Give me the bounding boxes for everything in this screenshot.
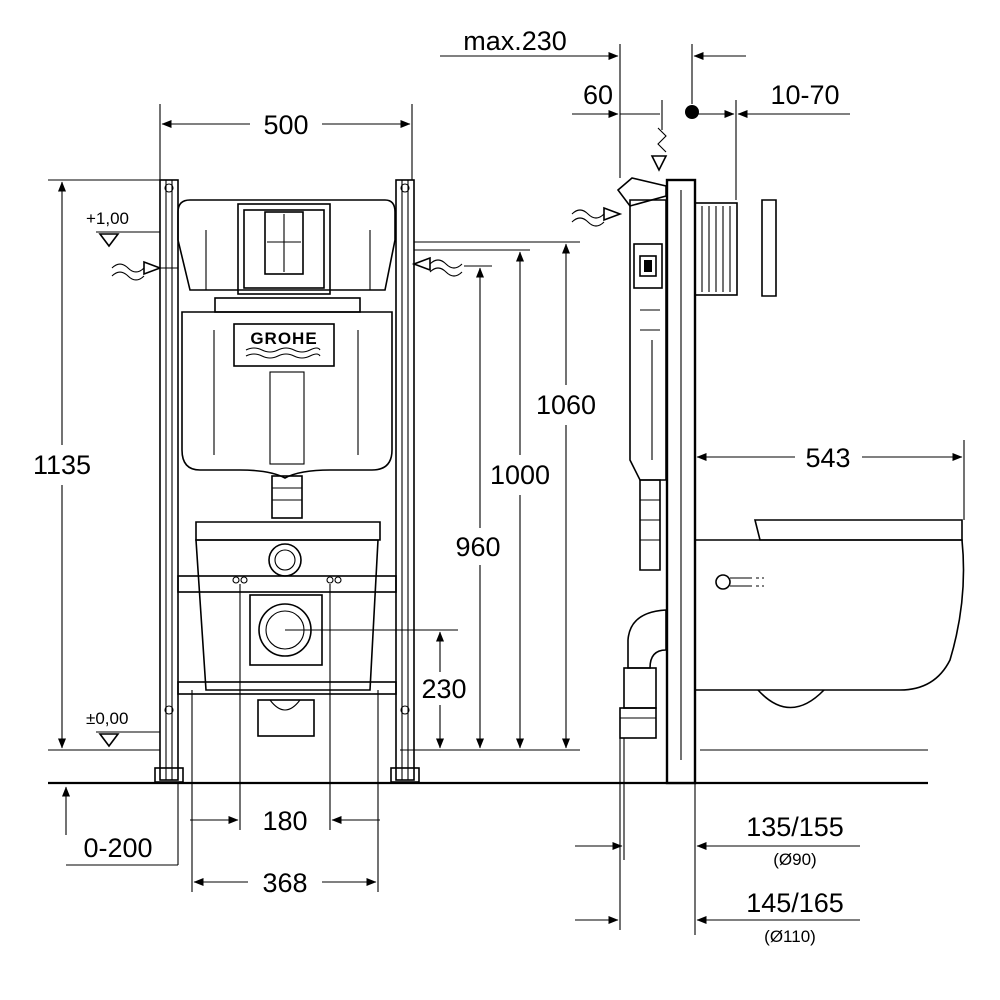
cistern [177, 199, 396, 479]
grohe-logo: GROHE [233, 323, 335, 367]
flush-pipe [271, 475, 303, 519]
height-1060-label: 1060 [536, 390, 596, 420]
front-view: GROHE [33, 104, 596, 898]
level-mark-top: +1,00 [86, 209, 160, 248]
frame-bottom-bar [177, 681, 397, 695]
dimension-368: 368 [191, 690, 379, 898]
drain-90-diameter: (Ø90) [773, 850, 816, 869]
frame-right-post [390, 179, 420, 783]
dimension-145-165: 145/165 (Ø110) [575, 888, 860, 946]
width-label: 500 [263, 110, 308, 140]
wc-bowl [195, 521, 381, 691]
inlet-valve [571, 127, 668, 227]
level-mark-bottom: ±0,00 [86, 709, 160, 748]
dimension-1000: 1000 [414, 249, 550, 749]
frame-left-post [154, 179, 184, 783]
floor-offset-label: 0-200 [83, 833, 152, 863]
flush-pipe-side [639, 479, 661, 571]
dimension-60: 60 [572, 80, 663, 130]
wc-bowl-side [694, 519, 965, 709]
level-top-label: +1,00 [86, 209, 129, 228]
dimension-135-155: 135/155 (Ø90) [575, 783, 860, 935]
drain-elbow [257, 699, 315, 737]
wall-frame-post [665, 178, 697, 785]
water-supply-right [411, 256, 463, 277]
max-depth-label: max.230 [463, 26, 567, 56]
inlet-offset-label: 60 [583, 80, 613, 110]
height-1000-label: 1000 [490, 460, 550, 490]
flush-plate-side [694, 199, 777, 297]
height-230-label: 230 [421, 674, 466, 704]
height-960-label: 960 [455, 532, 500, 562]
brand-label: GROHE [250, 329, 317, 348]
total-height-label: 1135 [33, 450, 91, 480]
frame-cross-bar [177, 575, 397, 593]
datum-point [685, 105, 699, 119]
drain-90-label: 135/155 [746, 812, 844, 842]
water-supply-left [111, 260, 178, 281]
projection-label: 543 [805, 443, 850, 473]
dimension-500: 500 [159, 104, 413, 180]
drain-110-diameter: (Ø110) [764, 927, 816, 946]
side-view: max.230 60 10-70 543 135/155 [440, 26, 965, 946]
bowl-width-label: 368 [262, 868, 307, 898]
dimension-960: 960 [455, 265, 501, 749]
dimension-180: 180 [190, 584, 380, 836]
dimension-230: 230 [285, 629, 467, 749]
dimension-1135: 1135 [33, 179, 160, 749]
dimension-1060: 1060 [400, 241, 596, 751]
wall-range-label: 10-70 [770, 80, 839, 110]
cistern-side [629, 199, 667, 481]
dimension-0-200: 0-200 [62, 783, 179, 866]
dimension-max-230: max.230 [440, 26, 746, 178]
drain-pipe-side [619, 609, 667, 930]
dimension-10-70: 10-70 [694, 80, 850, 200]
drain-110-label: 145/165 [746, 888, 844, 918]
bolt-spacing-label: 180 [262, 806, 307, 836]
dimension-543: 543 [696, 440, 965, 520]
level-bottom-label: ±0,00 [86, 709, 128, 728]
flush-plate [237, 203, 331, 295]
floor-line [48, 749, 928, 785]
